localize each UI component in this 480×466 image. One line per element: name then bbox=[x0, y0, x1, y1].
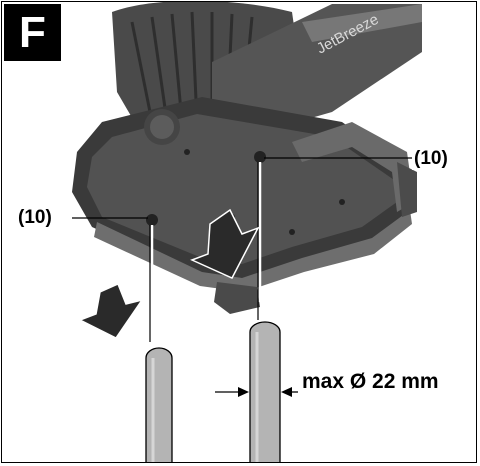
arrow-right bbox=[190, 208, 260, 279]
callout-label-right: (10) bbox=[412, 148, 450, 170]
arrow-left bbox=[78, 282, 144, 339]
figure-badge: F bbox=[4, 4, 61, 61]
callout-leaders bbox=[72, 157, 412, 219]
base-plate bbox=[72, 97, 417, 314]
upper-handle: JetBreeze bbox=[212, 4, 422, 132]
diameter-dimension bbox=[215, 387, 298, 397]
pole-right bbox=[249, 321, 281, 462]
guide-lines bbox=[150, 162, 262, 322]
pole-left bbox=[145, 347, 173, 462]
callout-label-left: (10) bbox=[16, 207, 54, 229]
device-illustration: JetBreeze bbox=[72, 2, 422, 462]
diameter-label: max Ø 22 mm bbox=[302, 370, 439, 393]
guide-lines-outline bbox=[149, 162, 259, 342]
